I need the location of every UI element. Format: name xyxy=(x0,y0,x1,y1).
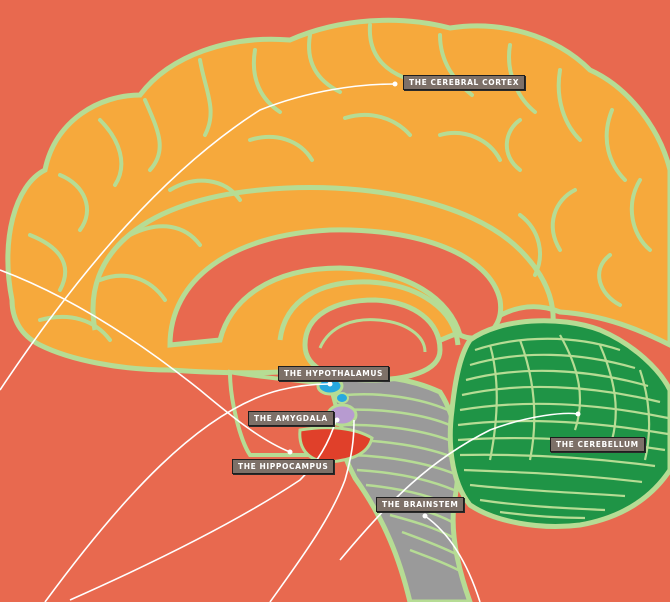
cingulate-gyrus xyxy=(90,185,556,362)
label-cerebellum: THE CEREBELLUM xyxy=(550,437,645,452)
cerebellum-folia xyxy=(457,334,669,520)
label-brainstem: THE BRAINSTEM xyxy=(376,497,465,512)
label-cerebral-cortex: THE CEREBRAL CORTEX xyxy=(403,75,526,90)
leader-lines xyxy=(0,83,579,602)
cerebral-cortex-shape xyxy=(5,17,670,376)
corpus-callosum xyxy=(167,227,504,348)
label-hypothalamus: THE HYPOTHALAMUS xyxy=(278,366,390,381)
leader-dots xyxy=(287,81,581,519)
label-amygdala: THE AMYGDALA xyxy=(248,411,334,426)
label-hippocampus: THE HIPPOCAMPUS xyxy=(232,459,335,474)
fornix xyxy=(277,279,461,346)
